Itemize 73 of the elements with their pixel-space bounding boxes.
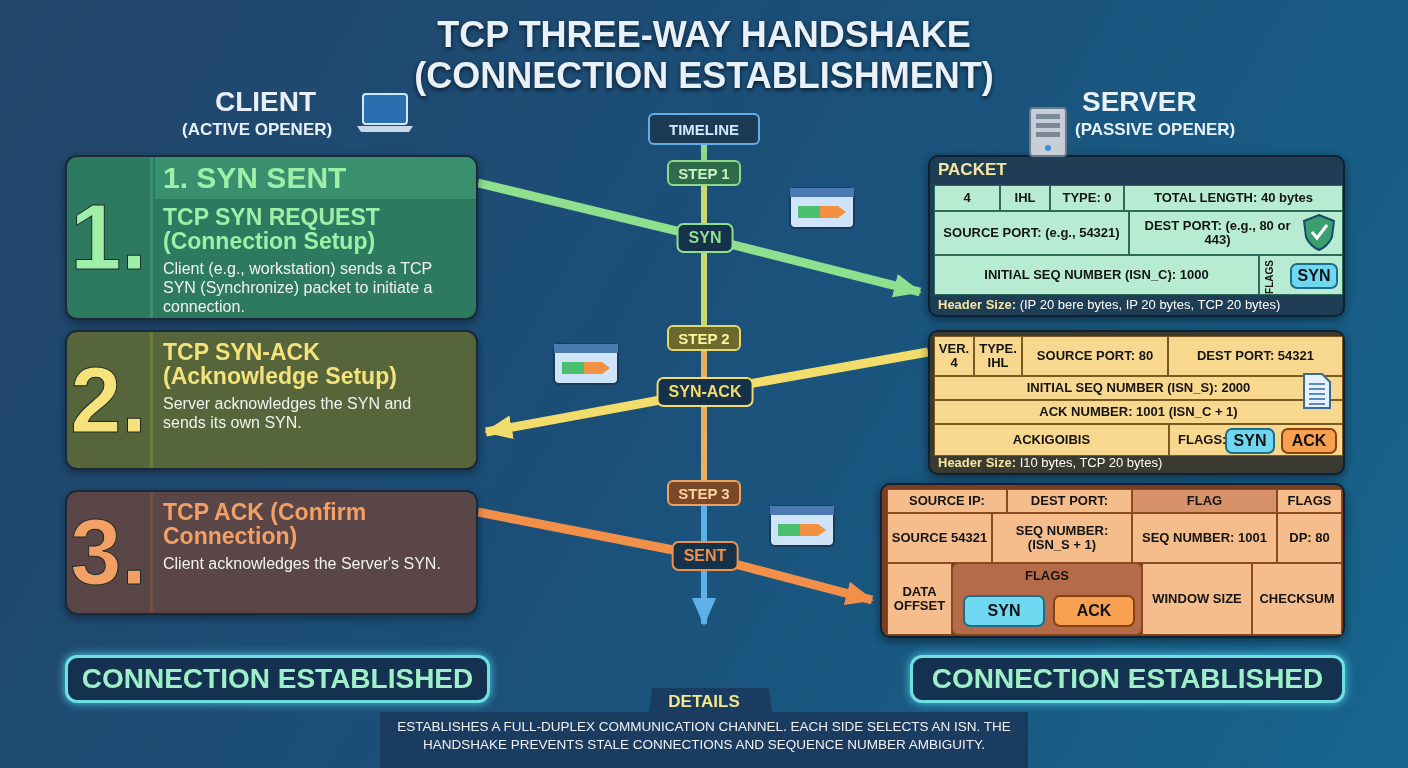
step-card xyxy=(65,330,478,470)
packet-field: TOTAL LENGTH: 40 bytes xyxy=(1124,185,1343,211)
packet-field: SOURCE PORT: (e.g., 54321) xyxy=(934,211,1129,255)
step-description: Client acknowledges the Server's SYN. xyxy=(163,554,442,574)
step-number: 2. xyxy=(67,332,153,468)
packet-field: SEQ NUMBER: (ISN_S + 1) xyxy=(992,513,1132,563)
flag-badge: ACK xyxy=(1281,428,1337,454)
step-heading: TCP SYN-ACK (Acknowledge Setup) xyxy=(163,340,398,389)
packet-field xyxy=(952,563,1142,635)
status-banner: CONNECTION ESTABLISHED xyxy=(65,655,490,703)
step-description: Client (e.g., workstation) sends a TCP SYN (Synchronize) packet to initiate a connection. xyxy=(163,259,434,317)
step-tag: STEP 3 xyxy=(667,480,741,506)
step-number: 1. xyxy=(67,157,153,318)
step-number: 3. xyxy=(67,492,153,613)
edge-label: SYN-ACK xyxy=(656,377,754,407)
packet-field: INITIAL SEQ NUMBER (ISN_S): 2000 xyxy=(934,376,1343,400)
step-heading: TCP SYN REQUEST (Connection Setup) xyxy=(163,205,381,254)
packet-field: ACK NUMBER: 1001 (ISN_C + 1) xyxy=(934,400,1343,424)
details-panel xyxy=(380,688,1028,768)
packet-field: DEST PORT: xyxy=(1007,489,1132,513)
edge-label: SYN xyxy=(676,222,734,253)
field-label: FLAGS xyxy=(1264,260,1275,294)
details-text: ESTABLISHES A FULL-DUPLEX COMMUNICATION CHANNEL. EACH SIDE SELECTS AN ISN. THE HANDSHAKE PREVENTS STALE CONNECTIONS AND SEQUENCE NUMBER AMBIGUITY. xyxy=(396,718,1012,754)
side-heading: CLIENT xyxy=(215,86,317,118)
packet-table xyxy=(880,483,1345,638)
packet-field: SOURCE PORT: 80 xyxy=(1022,336,1168,376)
packet-title: PACKET xyxy=(938,160,1007,180)
edge-label: SENT xyxy=(671,541,739,571)
packet-field: FLAGS xyxy=(1277,489,1342,513)
side-heading: SERVER xyxy=(1082,86,1197,118)
flag-badge: SYN xyxy=(963,595,1045,627)
packet-field: ACKIGOIBIS xyxy=(934,424,1169,456)
packet-field: SOURCE 54321 xyxy=(887,513,992,563)
flag-badge: SYN xyxy=(1290,263,1338,289)
step-tag: STEP 2 xyxy=(667,325,741,351)
packet-table xyxy=(928,330,1345,475)
side-subheading: (PASSIVE OPENER) xyxy=(1075,120,1236,140)
diagram-title: TCP THREE-WAY HANDSHAKE (CONNECTION ESTABLISHMENT) xyxy=(413,14,995,97)
step-tag: STEP 1 xyxy=(667,160,741,186)
packet-field: TYPE: 0 xyxy=(1050,185,1124,211)
step-heading: TCP ACK (Confirm Connection) xyxy=(163,500,368,549)
header-size-note: Header Size: (IP 20 bere bytes, IP 20 bytes, TCP 20 bytes) xyxy=(938,297,1281,312)
packet-field: TYPE. IHL xyxy=(974,336,1022,376)
packet-field: DP: 80 xyxy=(1277,513,1342,563)
packet-field: CHECKSUM xyxy=(1252,563,1342,635)
status-banner: CONNECTION ESTABLISHED xyxy=(910,655,1345,703)
step-card xyxy=(65,155,478,320)
packet-field: DATA OFFSET xyxy=(887,563,952,635)
step-description: Server acknowledges the SYN and sends its own SYN. xyxy=(163,394,413,433)
step-state: 1. SYN SENT xyxy=(155,157,476,199)
timeline-tag: TIMELINE xyxy=(648,113,760,145)
flag-badge: SYN xyxy=(1225,428,1275,454)
packet-field: SEQ NUMBER: 1001 xyxy=(1132,513,1277,563)
packet-field: IHL xyxy=(1000,185,1050,211)
packet-field: SOURCE IP: xyxy=(887,489,1007,513)
packet-field xyxy=(1259,255,1343,295)
packet-field xyxy=(1169,424,1343,456)
details-heading: DETAILS xyxy=(667,692,741,712)
arrow xyxy=(476,178,922,298)
side-subheading: (ACTIVE OPENER) xyxy=(182,120,333,140)
field-label: FLAGS: xyxy=(1178,433,1227,448)
packet-field: DEST PORT: 54321 xyxy=(1168,336,1343,376)
flag-badge: ACK xyxy=(1053,595,1135,627)
packet-table xyxy=(928,155,1345,317)
packet-field: VER. 4 xyxy=(934,336,974,376)
field-label: FLAGS xyxy=(1023,569,1071,584)
packet-field: 4 xyxy=(934,185,1000,211)
packet-field: INITIAL SEQ NUMBER (ISN_C): 1000 xyxy=(934,255,1259,295)
header-size-note: Header Size: I10 bytes, TCP 20 bytes) xyxy=(938,455,1163,470)
packet-field: WINDOW SIZE xyxy=(1142,563,1252,635)
step-card xyxy=(65,490,478,615)
packet-field: FLAG xyxy=(1132,489,1277,513)
packet-field: DEST PORT: (e.g., 80 or 443) xyxy=(1129,211,1343,255)
